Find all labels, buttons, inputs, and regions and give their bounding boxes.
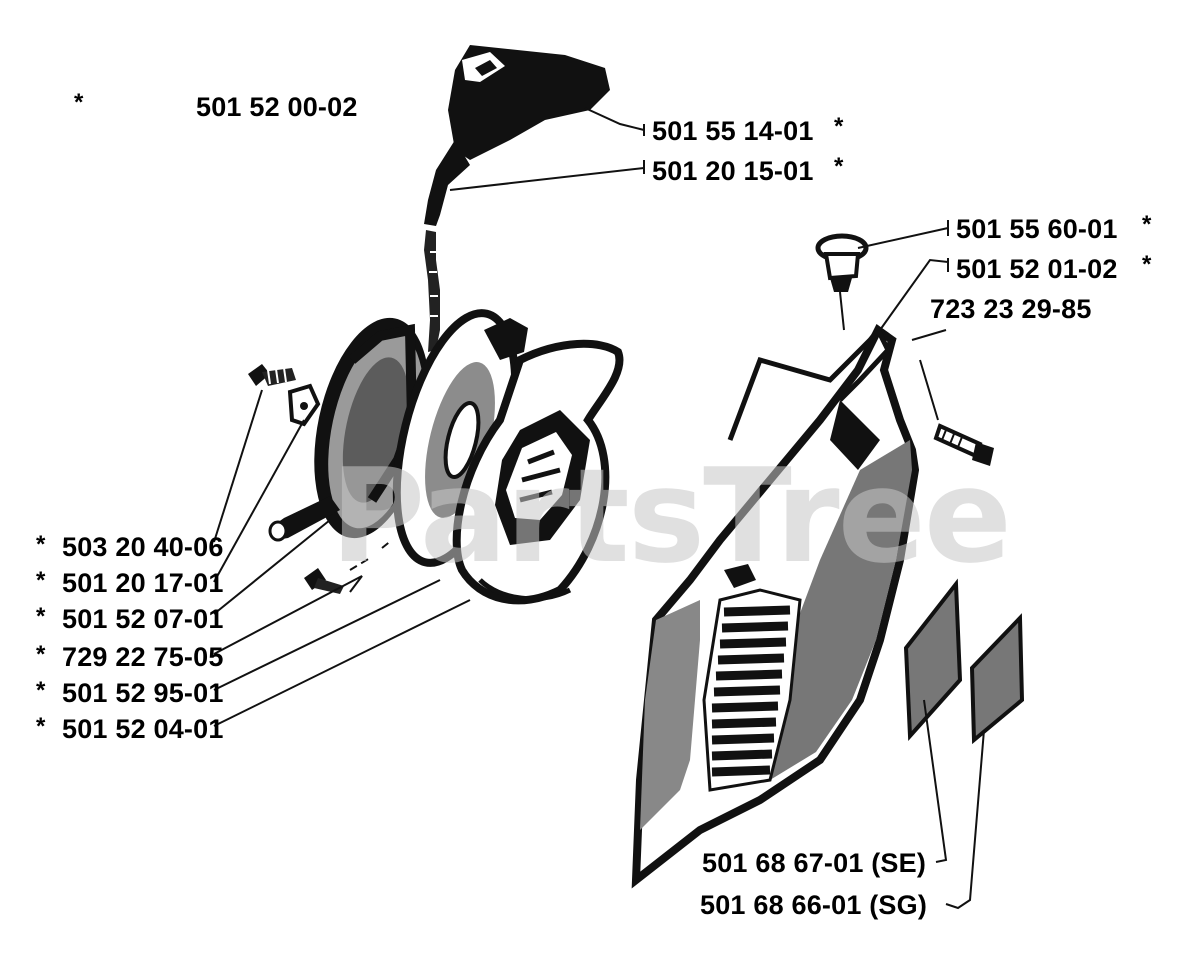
callout-spring-marker: * (36, 603, 46, 630)
callout-plug: 501 55 60-01 (956, 214, 1118, 244)
starter-cover-drawing (631, 324, 920, 889)
decal-se-drawing (903, 578, 963, 741)
callout-spring: 501 52 07-01 (62, 604, 224, 634)
leader-lines (213, 107, 985, 910)
assembly-marker: * (74, 89, 84, 116)
starter-handle-drawing (424, 45, 610, 226)
callout-decal-se: 501 68 67-01 (SE) (702, 848, 927, 878)
callout-small-screw: 729 22 75-05 (62, 642, 224, 672)
assembly-part-number: 501 52 00-02 (196, 92, 358, 122)
callout-washer: 501 20 17-01 (62, 568, 224, 598)
callout-handle: 501 55 14-01 (652, 116, 814, 146)
callout-cord-guide: 501 52 01-02 (956, 254, 1118, 284)
callout-housing-marker: * (36, 713, 46, 740)
callout-pulley: 501 52 95-01 (62, 678, 224, 708)
cover-screw-drawing (933, 423, 994, 466)
callout-screw-left: 503 20 40-06 (62, 532, 224, 562)
callout-handle-marker: * (834, 113, 844, 140)
callout-decal-sg: 501 68 66-01 (SG) (700, 890, 928, 920)
starter-rope-drawing (424, 230, 440, 352)
decal-sg-drawing (969, 613, 1025, 745)
plug-drawing (815, 233, 869, 331)
callout-pulley-marker: * (36, 677, 46, 704)
callout-plug-marker: * (1142, 211, 1152, 238)
callout-cord: 501 20 15-01 (652, 156, 814, 186)
starter-housing-drawing (452, 339, 624, 605)
callout-small-screw-marker: * (36, 641, 46, 668)
callout-cord-marker: * (834, 153, 844, 180)
washer-drawing (287, 383, 321, 427)
callout-screw-left-marker: * (36, 531, 46, 558)
callout-washer-marker: * (36, 567, 46, 594)
callout-housing: 501 52 04-01 (62, 714, 224, 744)
left-screw-drawing (248, 364, 296, 386)
callout-cord-guide-marker: * (1142, 251, 1152, 278)
callout-cover-screw: 723 23 29-85 (930, 294, 1092, 324)
watermark: PartsTree (330, 440, 1012, 592)
